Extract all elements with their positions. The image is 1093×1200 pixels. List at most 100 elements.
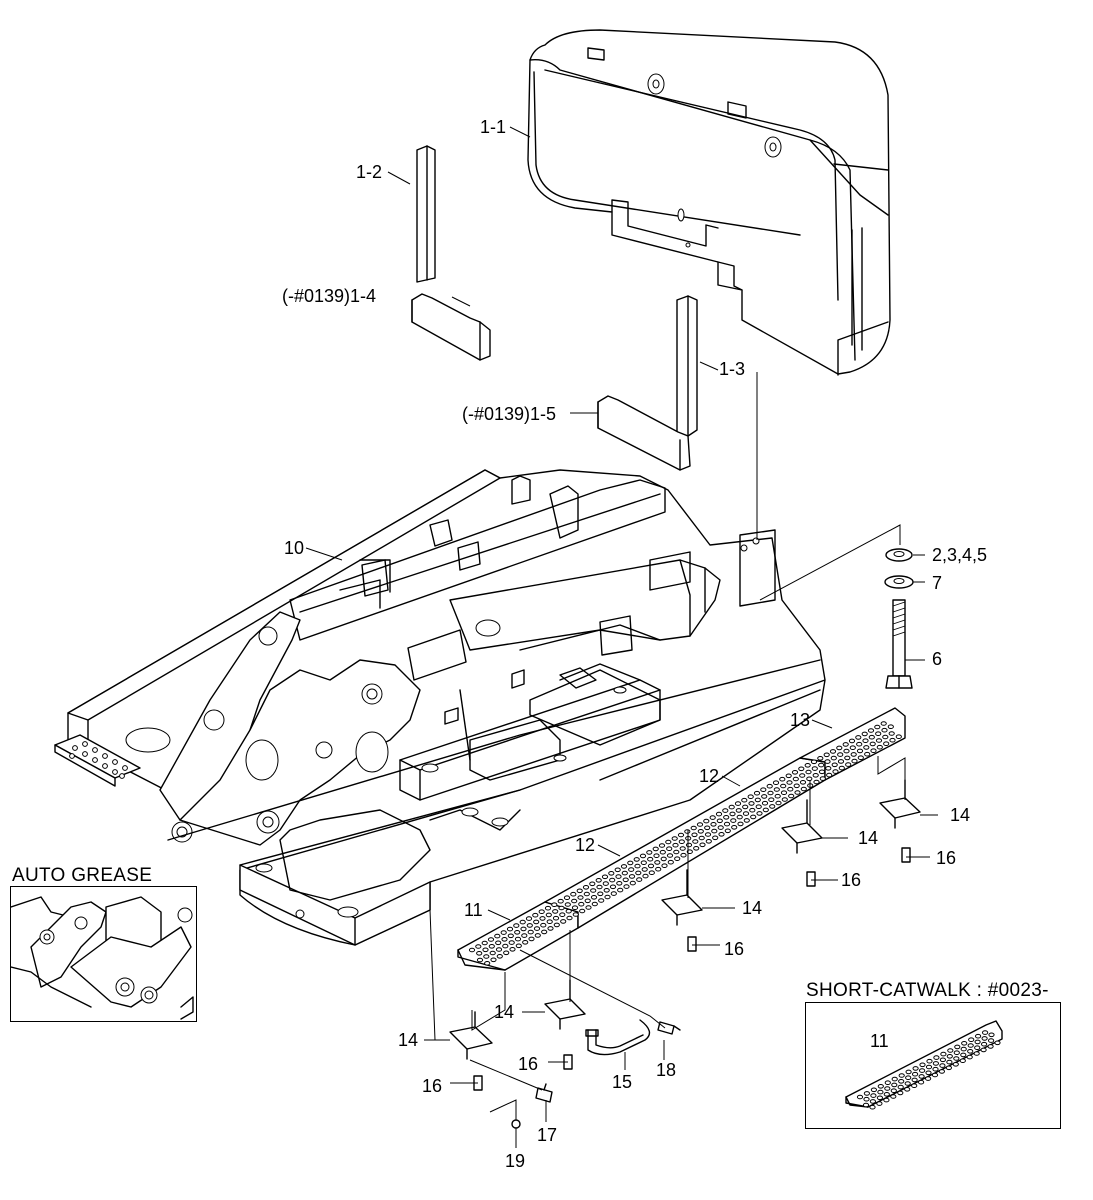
callout-13: 13: [790, 710, 811, 730]
perforation-hole: [754, 797, 761, 803]
callout-19: 19: [505, 1151, 526, 1171]
perforation-hole: [654, 860, 661, 865]
callout-16-e: 16: [422, 1076, 443, 1096]
shim-bar-1-5: [597, 395, 691, 471]
perforation-hole: [875, 731, 882, 737]
perforation-hole: [513, 923, 520, 928]
callout-1-2: 1-2: [356, 162, 383, 182]
perforation-hole: [887, 724, 894, 730]
perforation-hole: [609, 884, 617, 890]
perforation-hole: [642, 873, 649, 879]
perforation-hole: [884, 1080, 891, 1085]
callout-18: 18: [656, 1060, 677, 1080]
perforation-hole: [869, 1099, 877, 1104]
callout-12-lower: 12: [575, 835, 596, 855]
perforation-hole: [628, 874, 636, 879]
perforation-hole: [489, 950, 496, 956]
perforation-hole: [836, 745, 843, 751]
perforation-hole: [799, 780, 807, 785]
perforation-hole: [484, 961, 491, 966]
perforation-hole: [861, 731, 868, 737]
handrail-15-part: [585, 1019, 651, 1056]
perforation-hole: [981, 1036, 988, 1041]
bolt-6-part: [885, 599, 913, 689]
perforation-hole: [855, 735, 862, 740]
perforation-hole: [832, 769, 839, 774]
perforation-hole: [793, 783, 800, 789]
perforation-hole: [780, 790, 788, 796]
perforation-hole: [966, 1054, 973, 1060]
perforation-hole: [946, 1054, 953, 1059]
perforation-hole: [838, 765, 845, 771]
perforation-hole: [925, 1064, 933, 1070]
perforation-hole: [552, 909, 559, 914]
perforation-hole: [582, 885, 590, 890]
perforation-hole: [806, 776, 813, 782]
perforation-hole: [988, 1038, 995, 1043]
perforation-hole: [882, 734, 889, 740]
perforation-hole: [883, 1097, 890, 1103]
perforation-hole: [748, 801, 755, 806]
perforation-hole: [658, 843, 666, 848]
perforation-hole: [889, 737, 896, 743]
perforation-hole: [584, 898, 591, 904]
perforation-hole: [488, 944, 495, 949]
perforation-hole: [640, 860, 647, 866]
perforation-hole: [897, 1090, 904, 1096]
perforation-hole: [679, 846, 686, 851]
perforation-hole: [621, 870, 628, 876]
auto-grease-title: AUTO GREASE: [12, 865, 153, 886]
bracket-14-e: [449, 1011, 493, 1060]
perforation-hole: [975, 1033, 982, 1039]
perforation-hole: [734, 801, 742, 806]
perforation-hole: [953, 1050, 960, 1056]
perforation-hole: [521, 933, 528, 938]
perforation-hole: [813, 779, 820, 785]
washer-7-part: [884, 575, 914, 589]
perforation-hole: [551, 902, 558, 908]
perforation-hole: [570, 891, 577, 897]
perforation-hole: [769, 804, 776, 809]
perforation-hole: [705, 839, 712, 844]
callout-6: 6: [932, 649, 943, 669]
perforation-hole: [851, 758, 858, 764]
perforation-hole: [635, 870, 642, 876]
perforation-hole: [805, 769, 812, 775]
perforation-hole: [843, 748, 850, 754]
shim-bar-1-4: [411, 293, 491, 361]
perforation-hole: [590, 895, 598, 900]
perforation-hole: [610, 891, 617, 896]
perforation-hole: [507, 933, 514, 939]
perforation-hole: [867, 728, 875, 733]
perforation-hole: [947, 1048, 954, 1053]
perforation-hole: [526, 923, 533, 928]
perforation-hole: [931, 1072, 939, 1078]
perforation-hole: [729, 811, 736, 817]
perforation-hole: [468, 947, 476, 953]
perforation-hole: [598, 898, 605, 903]
perforation-hole: [636, 877, 643, 882]
perforation-hole: [596, 884, 603, 890]
perforation-hole: [577, 895, 584, 900]
perforation-hole: [925, 1076, 932, 1081]
perforation-hole: [774, 793, 781, 799]
perforation-hole: [601, 874, 609, 880]
perforation-hole: [918, 1074, 925, 1079]
perforation-hole: [788, 793, 795, 799]
callout-16-a: 16: [936, 848, 957, 868]
perforation-hole: [952, 1062, 959, 1067]
perforation-hole: [960, 1052, 967, 1058]
perforation-hole: [967, 1049, 974, 1054]
perforation-hole: [487, 937, 495, 942]
perforation-hole: [685, 842, 693, 848]
perforation-hole: [709, 815, 716, 820]
perforation-hole: [641, 867, 648, 872]
perforation-hole: [918, 1079, 925, 1085]
perforation-hole: [680, 852, 687, 858]
perforation-hole: [904, 1081, 911, 1086]
perforation-hole: [665, 839, 672, 845]
auto-grease-inset: [10, 886, 197, 1022]
perforation-hole: [690, 825, 697, 831]
callout-10: 10: [284, 538, 305, 558]
